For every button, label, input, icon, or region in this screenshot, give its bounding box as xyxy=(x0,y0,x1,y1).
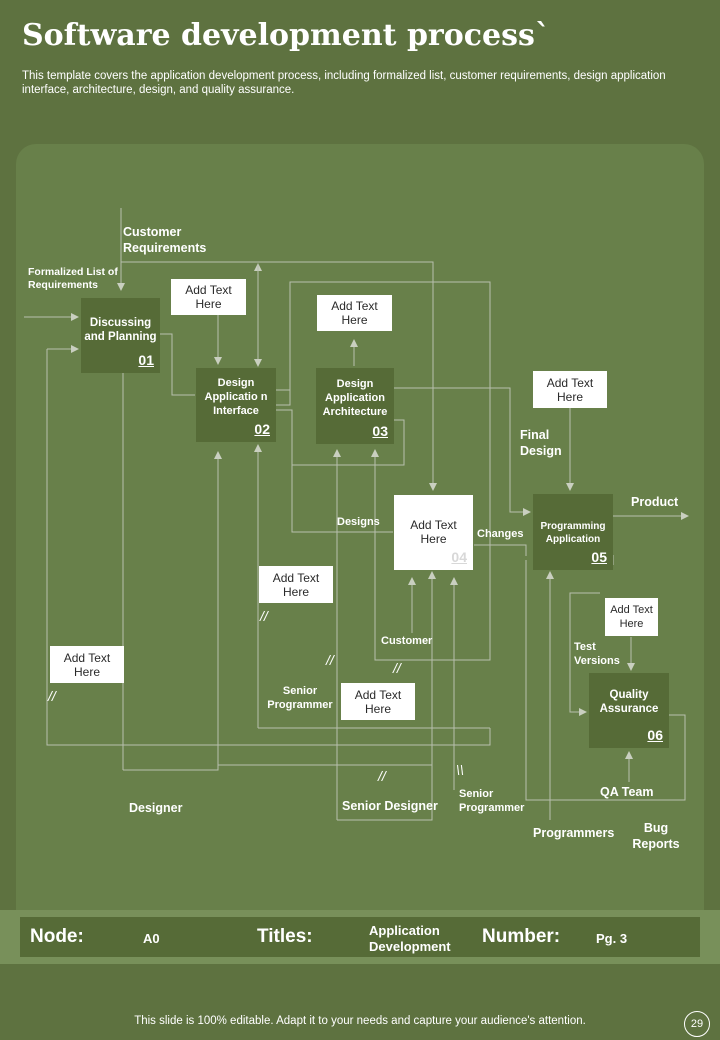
node-label: Add Text Here xyxy=(410,518,457,546)
label-customer-requirements: Customer Requirements xyxy=(123,225,207,255)
number-label: Number: xyxy=(482,926,561,947)
add-text-box-1[interactable]: Add Text Here xyxy=(171,279,246,315)
tunnel-mark: // xyxy=(260,608,268,624)
label-formalized-list: Formalized List of Requirements xyxy=(28,266,118,291)
add-text-box-6[interactable]: Add Text Here xyxy=(50,646,124,683)
node-label: Design Applicatio n Interface xyxy=(204,377,268,417)
process-node-03[interactable]: Design Application Architecture 03 xyxy=(316,368,394,444)
number-value: Pg. 3 xyxy=(596,931,628,946)
tunnel-mark: // xyxy=(326,652,334,668)
add-text-box-3[interactable]: Add Text Here xyxy=(533,371,607,408)
tunnel-mark: // xyxy=(378,768,386,784)
label-designer: Designer xyxy=(129,801,183,815)
label-senior-programmer-2: Senior Programmer xyxy=(459,788,525,814)
add-text-box-4[interactable]: Add Text Here xyxy=(259,566,333,603)
add-text-box-2[interactable]: Add Text Here xyxy=(317,295,392,331)
box-text: Add Text Here xyxy=(272,570,320,599)
label-bug-reports: Bug Reports xyxy=(632,821,680,851)
box-text: Add Text Here xyxy=(354,687,402,716)
box-text: Add Text Here xyxy=(331,299,378,327)
process-node-04[interactable]: Add Text Here 04 xyxy=(394,495,473,570)
node-number: 04 xyxy=(451,549,467,565)
box-text: Add Text Here xyxy=(185,283,232,311)
node-label: Node: xyxy=(30,926,84,947)
node-number: 02 xyxy=(254,421,270,437)
page-subtitle: This template covers the application dev… xyxy=(22,70,666,96)
label-senior-designer: Senior Designer xyxy=(342,799,438,813)
process-node-05[interactable]: Programming Application 05 xyxy=(533,494,613,570)
label-product: Product xyxy=(631,495,679,509)
label-customer: Customer xyxy=(381,635,433,647)
add-text-box-7[interactable]: Add Text Here xyxy=(341,683,415,720)
info-bar xyxy=(20,917,700,957)
box-text: Add Text Here xyxy=(546,375,594,404)
node-number: 05 xyxy=(591,549,607,565)
box-text: Add Text Here xyxy=(610,604,653,630)
label-senior-programmer-1: Senior Programmer xyxy=(267,685,333,711)
label-changes: Changes xyxy=(477,528,524,540)
page-number: 29 xyxy=(684,1011,710,1037)
process-node-06[interactable]: Quality Assurance 06 xyxy=(589,673,669,748)
titles-value: Application Development xyxy=(369,923,451,954)
add-text-box-5[interactable]: Add Text Here xyxy=(605,598,658,636)
node-value: A0 xyxy=(143,931,160,946)
node-number: 06 xyxy=(647,727,663,743)
titles-label: Titles: xyxy=(257,926,313,947)
label-qa-team: QA Team xyxy=(600,785,654,799)
label-designs: Designs xyxy=(337,516,380,528)
label-final-design: Final Design xyxy=(520,428,562,458)
node-label: Quality Assurance xyxy=(599,689,659,715)
page-title: Software development process` xyxy=(22,18,550,53)
process-node-02[interactable]: Design Applicatio n Interface 02 xyxy=(196,368,276,442)
tunnel-mark: // xyxy=(393,660,401,676)
label-test-versions: Test Versions xyxy=(574,641,620,667)
tunnel-mark: // xyxy=(48,688,56,704)
node-number: 01 xyxy=(138,352,154,368)
node-label: Discussing and Planning xyxy=(84,317,157,343)
node-label: Programming Application xyxy=(540,521,606,545)
footer-note: This slide is 100% editable. Adapt it to… xyxy=(134,1015,586,1027)
label-programmers: Programmers xyxy=(533,826,615,840)
node-label: Design Application Architecture xyxy=(322,378,388,418)
node-number: 03 xyxy=(372,423,388,439)
tunnel-mark: \\ xyxy=(456,762,464,778)
box-text: Add Text Here xyxy=(63,650,111,679)
process-node-01[interactable]: Discussing and Planning 01 xyxy=(81,298,160,373)
